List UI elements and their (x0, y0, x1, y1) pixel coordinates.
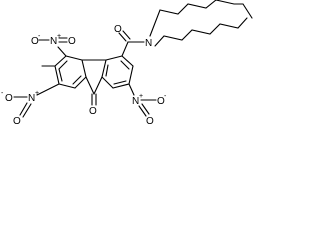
double-bond-inner (113, 80, 127, 85)
charge-minus: - (164, 93, 167, 100)
charge-plus: + (35, 90, 39, 97)
atom-nitro-left-o-right: O (13, 116, 21, 126)
double-bond-co (122, 30, 131, 40)
bond-to-nitro-left (36, 83, 60, 96)
double-bond-inner (58, 60, 68, 70)
atom-nitro-right-o-bottom: O (146, 116, 154, 126)
atom-nitro-left-o-left: O (5, 93, 13, 104)
bond-to-nitro-top (57, 46, 67, 57)
bond-to-nitro-right (128, 83, 135, 96)
bond (138, 105, 147, 117)
bond (58, 83, 76, 89)
left-benzene-ring (54, 55, 87, 89)
atom-nitro-right-o-right: O (157, 96, 165, 107)
five-membered-ring (81, 59, 107, 95)
bond (54, 55, 67, 67)
bond (93, 76, 103, 95)
bond (121, 55, 134, 67)
decyl-chain-lower (154, 17, 248, 47)
bond (54, 65, 60, 85)
bond (19, 102, 28, 116)
decyl-chain-upper (149, 0, 253, 37)
charge-plus: + (57, 33, 61, 40)
atom-ketone-o: O (89, 106, 97, 117)
double-bond-inner (58, 68, 63, 82)
atom-nitro-top-o-left: O (31, 36, 39, 47)
double-bond-co (118, 32, 127, 42)
double-bond-inner (120, 60, 130, 70)
bond (121, 41, 129, 57)
chemical-structure: N + O - O N + O - O N + O - O O O N (1, 0, 253, 126)
bond (112, 83, 130, 89)
double-bond-inner (105, 64, 109, 77)
bond (81, 59, 87, 78)
bond (128, 65, 134, 85)
charge-plus: + (139, 93, 143, 100)
bond (105, 55, 123, 61)
charge-minus: - (38, 33, 41, 40)
bond (101, 59, 107, 78)
atom-nitro-left-n: N (28, 93, 35, 104)
chemical-structure-canvas: N + O - O N + O - O N + O - O O O N (0, 0, 255, 126)
amide-group (118, 30, 145, 57)
atom-amide-o: O (114, 24, 122, 35)
bond (85, 76, 95, 95)
bond (22, 103, 32, 118)
double-bond-inner (72, 75, 82, 85)
charge-minus: - (1, 90, 4, 97)
bond (74, 76, 87, 89)
atom-nitro-top-o-right: O (68, 36, 76, 47)
ketone-group (91, 93, 97, 106)
right-benzene-ring (101, 55, 134, 89)
atom-nitro-top-n: N (50, 36, 57, 47)
atom-nitro-right-n: N (132, 96, 139, 107)
atom-labels: N + O - O N + O - O N + O - O O O N (1, 24, 167, 126)
atom-amide-n: N (145, 38, 152, 49)
bond (101, 76, 114, 89)
bond (65, 55, 83, 61)
bond (141, 103, 150, 115)
